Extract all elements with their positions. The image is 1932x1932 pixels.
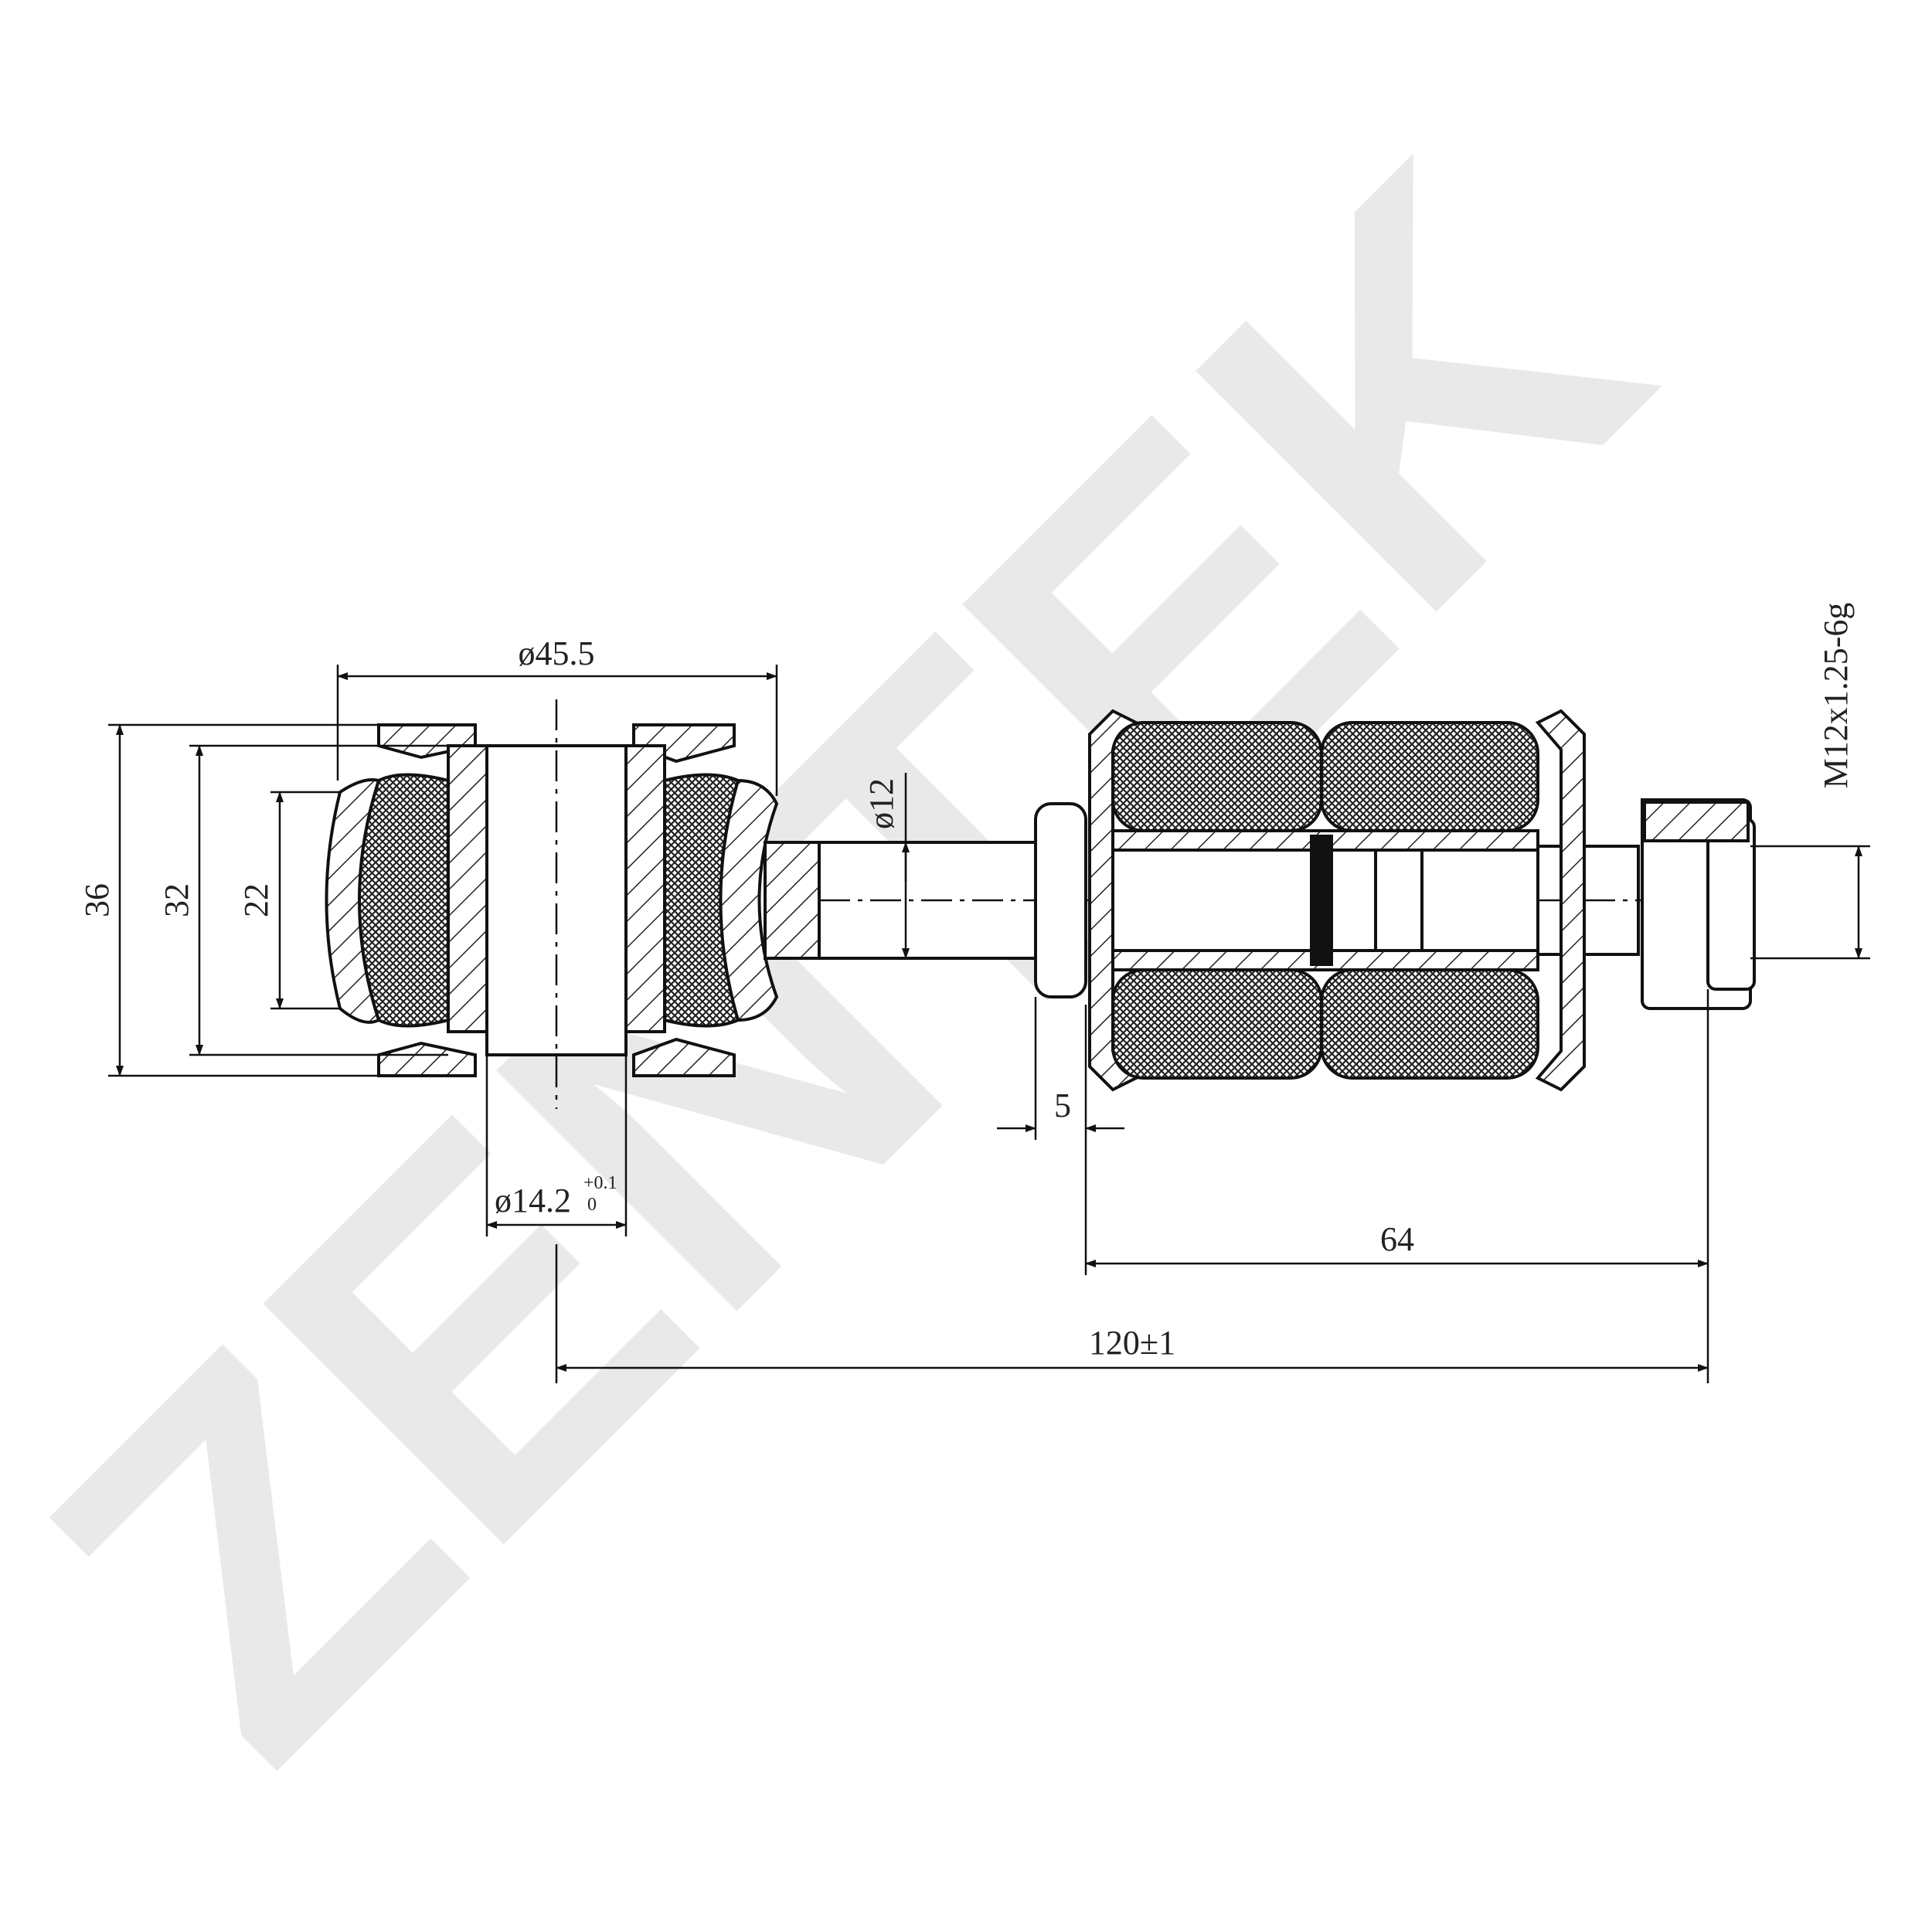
dimension-labels: ø45.5 36 32 22 ø14.2 +0.1 0 ø12 5 64 120… xyxy=(78,603,1855,1362)
spacer-ring xyxy=(1310,835,1333,966)
inner-stop xyxy=(1374,849,1423,952)
rubber-upper-right xyxy=(1320,721,1539,832)
label-h-32: 32 xyxy=(158,883,196,917)
label-thread: M12x1.25-6g xyxy=(1817,603,1855,789)
rubber-left xyxy=(358,773,450,1028)
dimension-lines xyxy=(108,665,1870,1383)
bottom-right-washer xyxy=(632,1037,736,1077)
label-l-64: 64 xyxy=(1380,1220,1414,1258)
shell-right xyxy=(719,778,779,1022)
rubber-stack xyxy=(1088,709,1586,1092)
label-l-120: 120±1 xyxy=(1089,1324,1175,1362)
rubber-upper-left xyxy=(1111,721,1323,832)
label-h-22: 22 xyxy=(237,883,275,917)
label-bore-tol-upper: +0.1 xyxy=(583,1173,617,1193)
collar xyxy=(1034,802,1087,998)
sleeve-left xyxy=(447,744,488,1033)
rubber-lower-right xyxy=(1320,968,1539,1080)
label-l-5: 5 xyxy=(1054,1087,1071,1124)
bushing-eye xyxy=(325,699,779,1109)
rubber-lower-left xyxy=(1111,968,1323,1080)
sleeve-right xyxy=(624,744,666,1033)
nut-top-hatch xyxy=(1643,801,1750,842)
bottom-left-washer xyxy=(377,1041,477,1077)
nut xyxy=(1641,798,1756,1010)
shell-left xyxy=(325,778,381,1024)
bore xyxy=(485,744,628,1056)
label-bore-tol-lower: 0 xyxy=(587,1195,597,1215)
nut-washer-face xyxy=(1706,818,1756,991)
label-d-rod: ø12 xyxy=(862,778,900,829)
label-d-bore: ø14.2 xyxy=(495,1182,571,1219)
label-h-36: 36 xyxy=(78,883,116,917)
label-d-outer: ø45.5 xyxy=(519,634,595,672)
cup-right xyxy=(1535,709,1586,1092)
